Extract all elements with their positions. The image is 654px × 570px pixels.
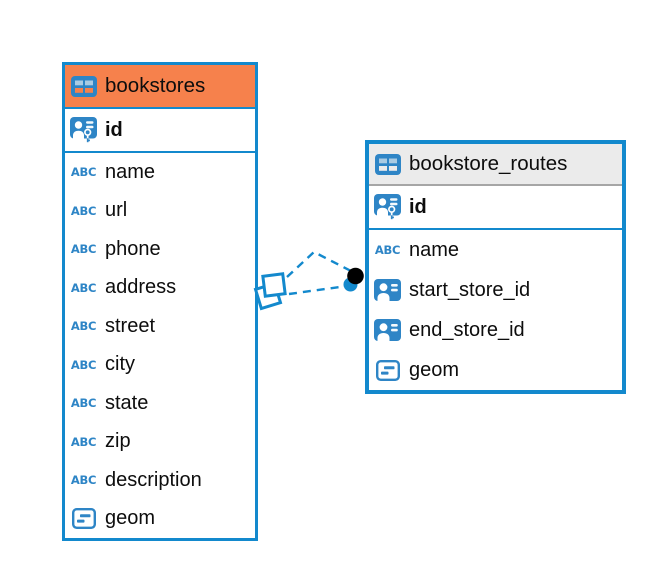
column-label: id: [105, 118, 123, 141]
column-label: address: [105, 276, 177, 299]
bookstores-row-zip[interactable]: ABC zip: [65, 422, 255, 461]
column-label: state: [105, 391, 149, 414]
bookstores-pk-row[interactable]: id: [65, 109, 255, 153]
column-label: geom: [409, 358, 460, 381]
bookstores-row-url[interactable]: ABC url: [65, 191, 255, 230]
text-type-icon: ABC: [70, 280, 97, 295]
bookstores-row-city[interactable]: ABC city: [65, 345, 255, 384]
routes-pk-row[interactable]: id: [369, 186, 622, 230]
text-type-icon: ABC: [70, 319, 97, 334]
column-label: id: [409, 195, 427, 218]
column-label: name: [105, 160, 156, 183]
user-key-icon: [70, 117, 97, 143]
text-type-icon: ABC: [70, 434, 97, 449]
table-icon: [70, 76, 97, 97]
table-bookstore-routes[interactable]: bookstore_routes id ABC name start_store…: [365, 140, 626, 394]
relationship-line-lower[interactable]: [288, 284, 348, 296]
routes-row-start-store-id[interactable]: start_store_id: [369, 270, 622, 310]
bookstores-row-street[interactable]: ABC street: [65, 307, 255, 346]
bookstores-row-address[interactable]: ABC address: [65, 268, 255, 307]
column-label: street: [105, 314, 156, 337]
relationship-endpoint-blue-dot[interactable]: [343, 277, 358, 292]
text-type-icon: ABC: [374, 243, 401, 257]
bookstores-row-description[interactable]: ABC description: [65, 461, 255, 500]
column-label: end_store_id: [409, 318, 525, 341]
table-bookstore-routes-header[interactable]: bookstore_routes: [369, 144, 622, 186]
column-label: name: [409, 238, 460, 261]
routes-row-geom[interactable]: geom: [369, 350, 622, 390]
relationship-source-marker-back: [253, 281, 283, 311]
column-label: start_store_id: [409, 278, 531, 301]
column-label: geom: [105, 507, 156, 530]
column-label: description: [105, 468, 202, 491]
geometry-type-icon: [70, 508, 97, 529]
user-key-icon: [374, 194, 401, 220]
user-ref-icon: [374, 319, 401, 341]
geometry-type-icon: [374, 360, 401, 381]
user-ref-icon: [374, 279, 401, 301]
text-type-icon: ABC: [70, 357, 97, 372]
bookstores-row-state[interactable]: ABC state: [65, 384, 255, 423]
column-label: zip: [105, 430, 131, 453]
relationship-line-upper[interactable]: [286, 250, 352, 278]
table-title: bookstores: [105, 74, 206, 97]
column-label: phone: [105, 237, 161, 260]
text-type-icon: ABC: [70, 242, 97, 257]
text-type-icon: ABC: [70, 165, 97, 180]
column-label: url: [105, 199, 128, 222]
table-icon: [374, 154, 401, 175]
table-title: bookstore_routes: [409, 152, 568, 175]
bookstores-row-phone[interactable]: ABC phone: [65, 230, 255, 269]
relationship-source-marker-front: [261, 272, 287, 298]
bookstores-row-name[interactable]: ABC name: [65, 153, 255, 192]
column-label: city: [105, 353, 135, 376]
table-bookstores-header[interactable]: bookstores: [65, 65, 255, 109]
text-type-icon: ABC: [70, 473, 97, 488]
text-type-icon: ABC: [70, 203, 97, 218]
text-type-icon: ABC: [70, 396, 97, 411]
bookstores-row-geom[interactable]: geom: [65, 499, 255, 538]
routes-row-name[interactable]: ABC name: [369, 230, 622, 270]
table-bookstores[interactable]: bookstores id ABC name ABC url ABC phone…: [62, 62, 258, 541]
routes-row-end-store-id[interactable]: end_store_id: [369, 310, 622, 350]
